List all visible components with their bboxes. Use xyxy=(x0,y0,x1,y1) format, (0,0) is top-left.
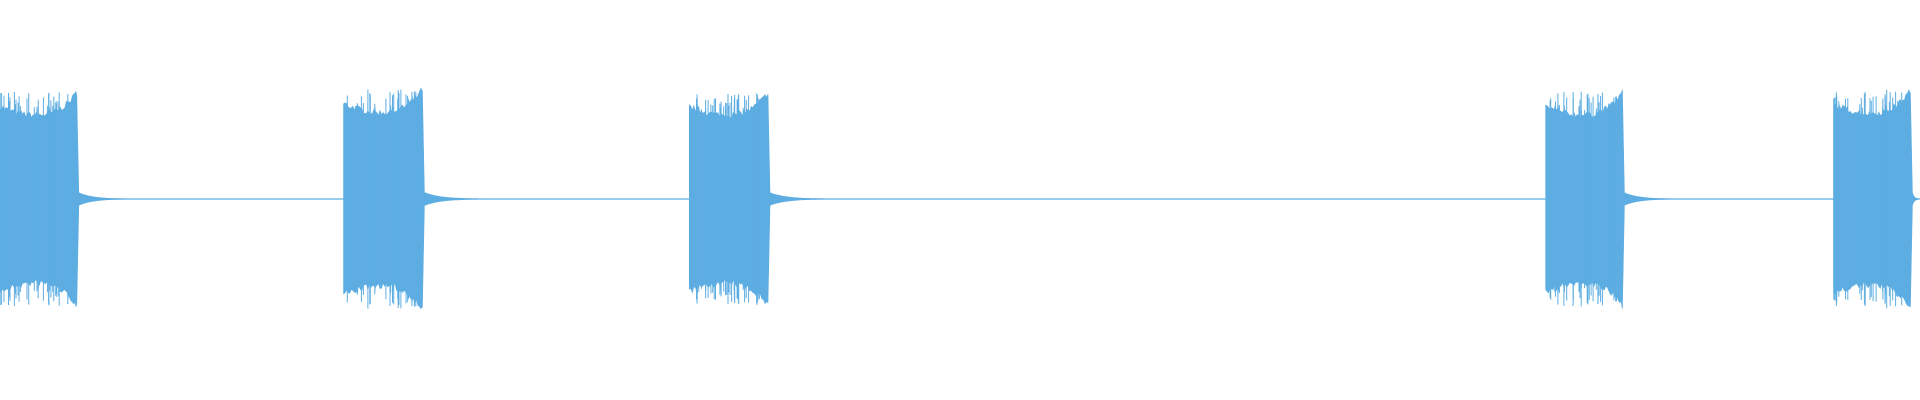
waveform-burst-5 xyxy=(1833,89,1920,308)
waveform-burst-2 xyxy=(343,87,490,310)
waveform-burst-4 xyxy=(1545,89,1681,309)
waveform-bursts xyxy=(0,87,1920,310)
